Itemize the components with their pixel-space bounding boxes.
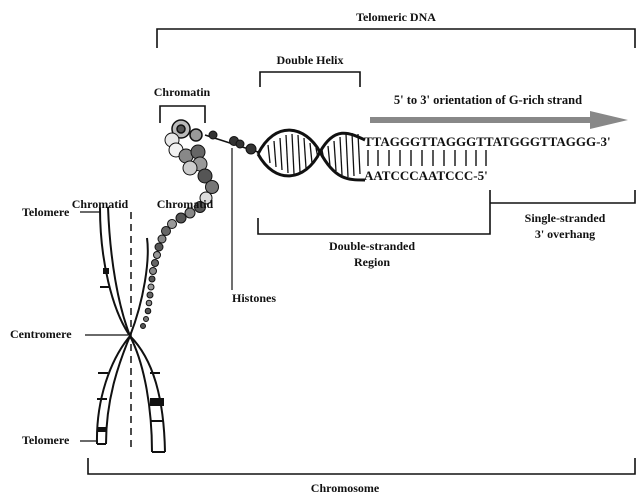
centromere-label: Centromere xyxy=(10,327,72,341)
telomere-top-label: Telomere xyxy=(22,205,70,219)
chromatin-label: Chromatin xyxy=(154,85,211,99)
histones-label: Histones xyxy=(232,291,276,305)
g-rich-strand: TTAGGGTTAGGGTTATGGGTTAGGG-3' xyxy=(364,134,611,149)
chromosome-graphic xyxy=(97,207,165,452)
telomeric-dna-label: Telomeric DNA xyxy=(356,10,436,24)
telomere-bottom-label: Telomere xyxy=(22,433,70,447)
double-stranded-bracket xyxy=(258,190,490,234)
chromosome-bracket xyxy=(88,458,635,474)
orientation-label: 5' to 3' orientation of G-rich strand xyxy=(394,93,582,107)
single-stranded-bracket xyxy=(490,190,635,203)
double-helix-label: Double Helix xyxy=(276,53,343,67)
double-helix-bracket xyxy=(260,72,360,87)
double-stranded-label-1: Double-stranded xyxy=(329,239,415,253)
c-rich-strand: AATCCCAATCCC-5' xyxy=(364,168,488,183)
chromatid-right-label: Chromatid xyxy=(157,197,214,211)
single-stranded-label-2: 3' overhang xyxy=(535,227,595,241)
chromosome-label: Chromosome xyxy=(311,481,380,495)
chromatid-left-label: Chromatid xyxy=(72,197,129,211)
double-helix-graphic xyxy=(258,130,365,180)
telomeric-dna-bracket xyxy=(157,29,635,48)
orientation-arrow xyxy=(370,111,628,129)
single-stranded-label-1: Single-stranded xyxy=(525,211,606,225)
double-stranded-label-2: Region xyxy=(354,255,390,269)
base-pair-ticks xyxy=(368,150,486,166)
